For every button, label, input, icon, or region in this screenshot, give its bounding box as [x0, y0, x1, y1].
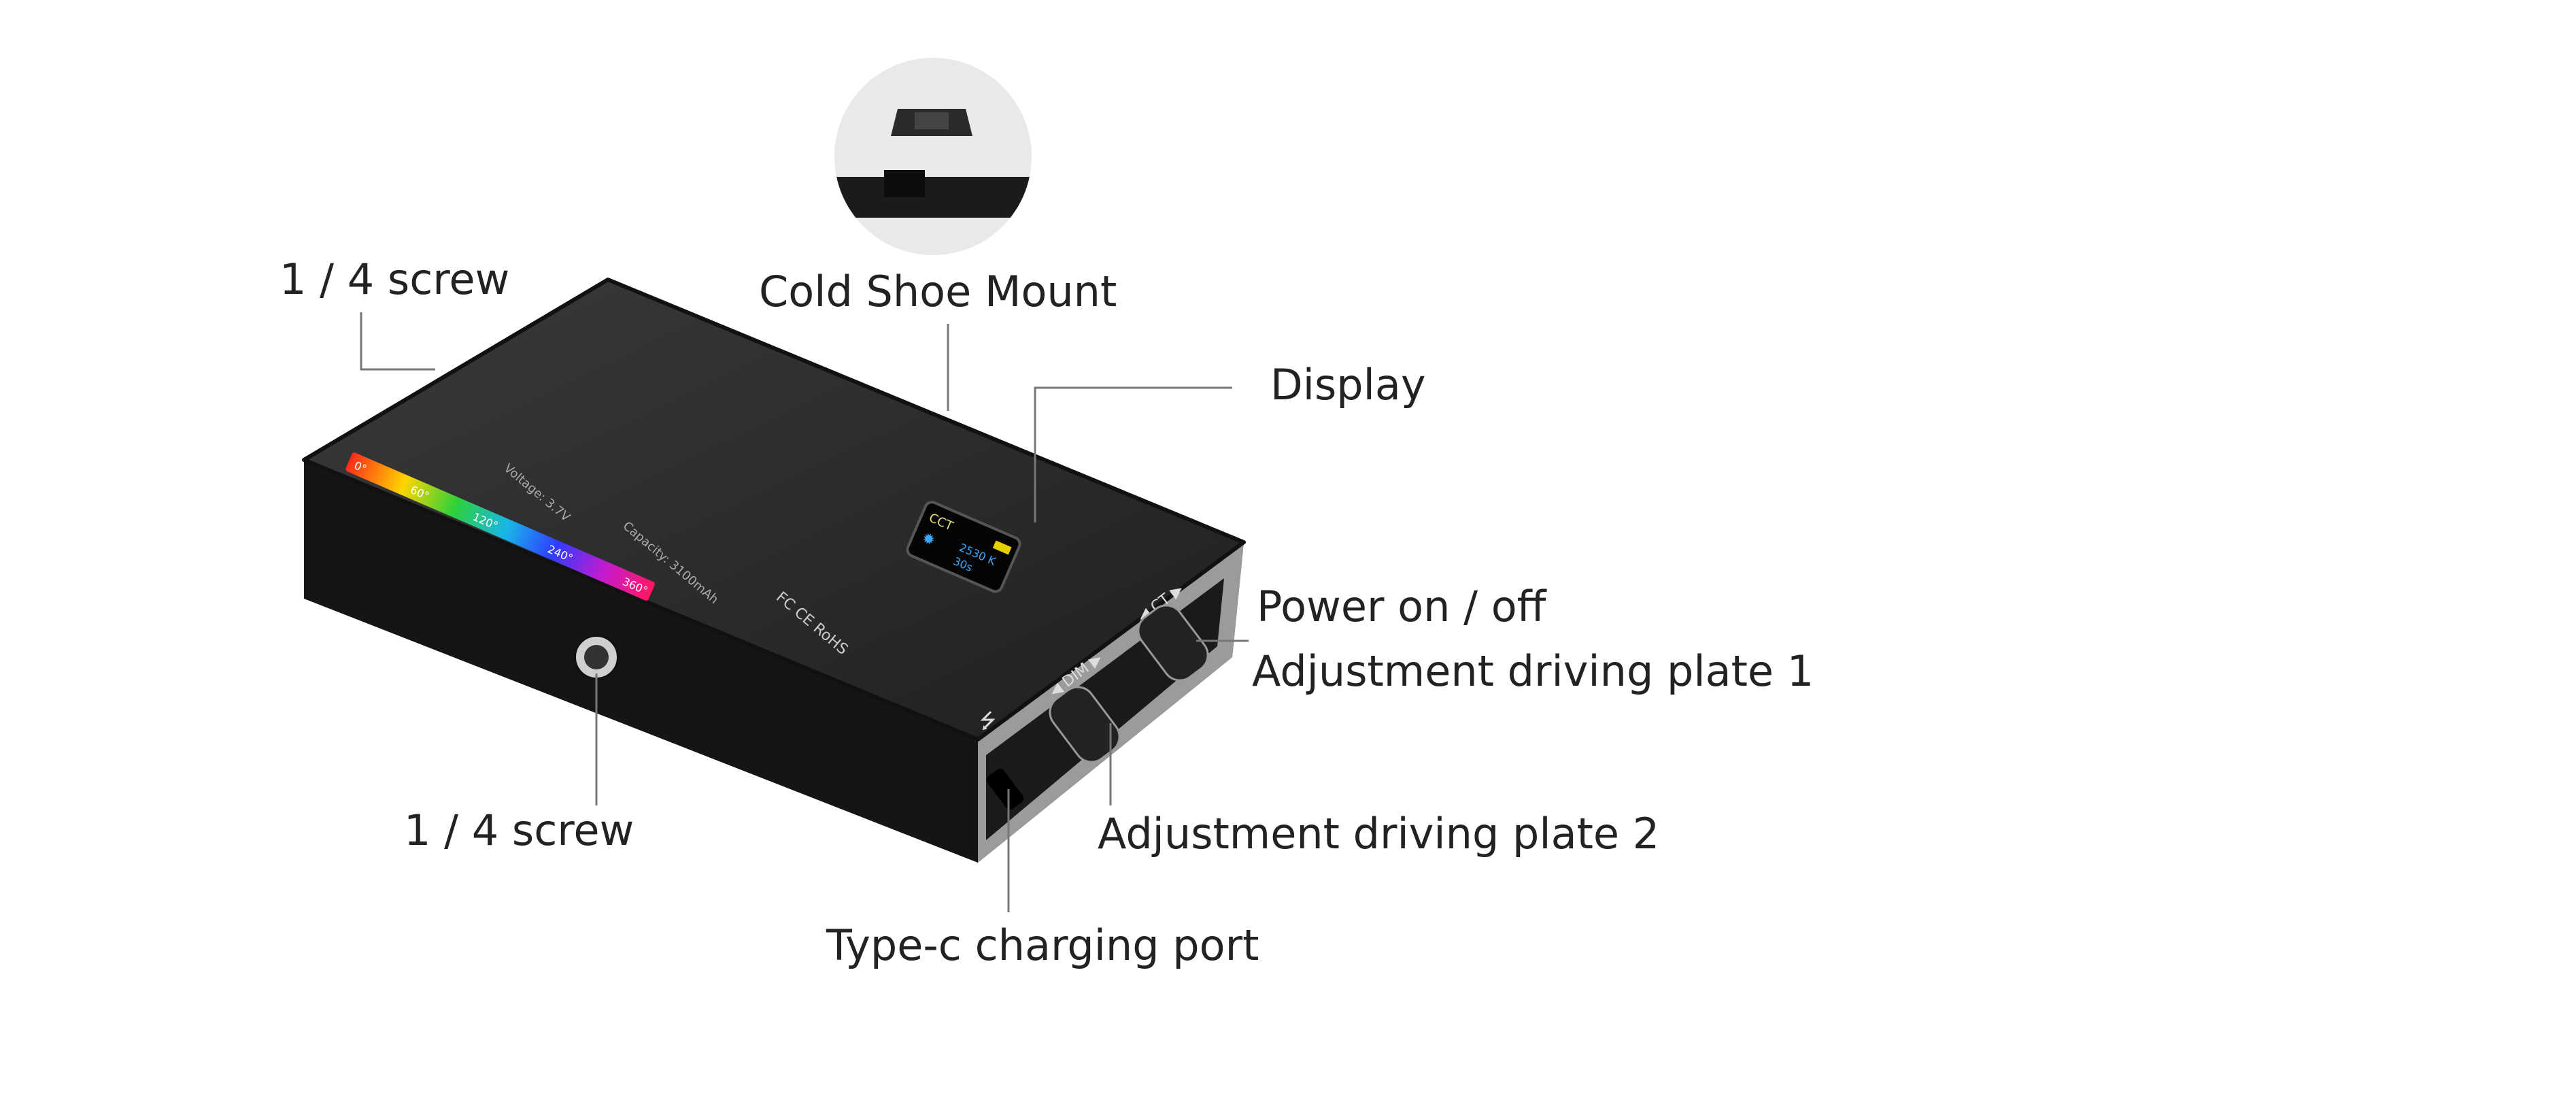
hue-scale-bar [345, 452, 655, 601]
label-cold-shoe-mount: Cold Shoe Mount [759, 267, 1117, 316]
label-screw-bottom: 1 / 4 screw [404, 805, 634, 855]
dial-ct [1137, 604, 1209, 682]
label-power: Power on / off [1257, 582, 1546, 631]
label-plate2: Adjustment driving plate 2 [1098, 809, 1660, 859]
battery-icon [992, 540, 1012, 555]
label-typec-port: Type-c charging port [826, 920, 1259, 970]
label-plate1: Adjustment driving plate 1 [1252, 646, 1814, 696]
dial-dim [1049, 686, 1121, 763]
usb-icon: ⭍ [979, 710, 996, 733]
label-display: Display [1270, 360, 1426, 410]
usb-c-port [987, 769, 1023, 810]
label-screw-top: 1 / 4 screw [279, 254, 510, 304]
leader-screw-top [360, 312, 435, 371]
display-screen: CCT 2530 K 30s ✹ [906, 501, 1021, 593]
led-light-device: 0° 60° 120° 240° 360° Voltage: 3.7V Capa… [302, 278, 1246, 863]
cold-shoe-inset [834, 58, 1032, 255]
leader-display [1034, 386, 1232, 522]
